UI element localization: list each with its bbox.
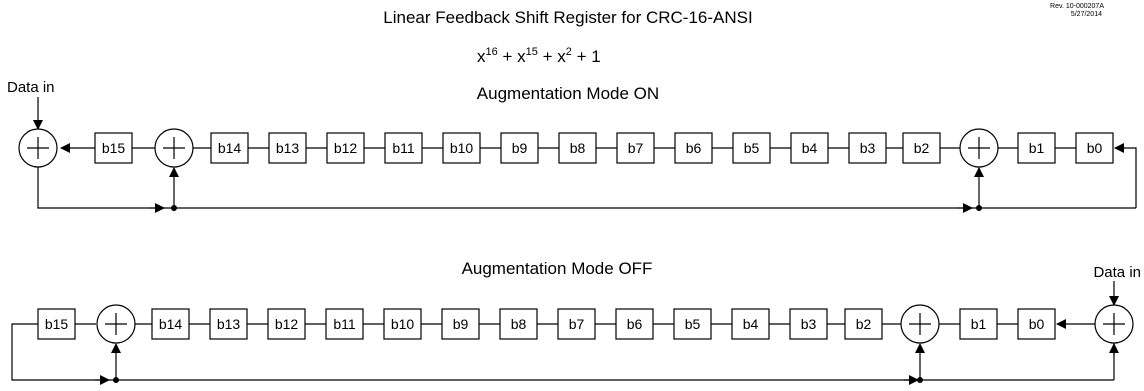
register-label: b9: [512, 140, 528, 156]
revision-date: 5/27/2014: [1071, 11, 1102, 18]
register-b12: b12: [267, 308, 306, 340]
data-in-label-off: Data in: [1093, 264, 1141, 281]
register-b6: b6: [674, 132, 713, 164]
register-label: b5: [744, 140, 760, 156]
register-label: b12: [334, 140, 358, 156]
register-b10: b10: [442, 132, 481, 164]
register-b10: b10: [383, 308, 422, 340]
register-label: b11: [392, 140, 415, 156]
register-label: b0: [1087, 140, 1103, 156]
register-b0: b0: [1075, 132, 1114, 164]
register-b5: b5: [732, 132, 771, 164]
augmentation-on-diagram: Augmentation Mode ON Data in: [7, 79, 1137, 213]
register-b2: b2: [902, 132, 941, 164]
register-b3: b3: [789, 308, 828, 340]
register-b3: b3: [848, 132, 887, 164]
xor-gate: [1094, 304, 1134, 344]
diagram-title: Linear Feedback Shift Register for CRC-1…: [383, 8, 752, 27]
register-label: b1: [1029, 140, 1045, 156]
register-b7: b7: [557, 308, 596, 340]
xor-gate: [18, 128, 58, 168]
register-label: b6: [627, 316, 643, 332]
register-b11: b11: [384, 132, 423, 164]
register-b4: b4: [790, 132, 829, 164]
register-label: b7: [569, 316, 585, 332]
register-b6: b6: [615, 308, 654, 340]
register-label: b2: [914, 140, 930, 156]
register-label: b13: [276, 140, 300, 156]
xor-gate: [959, 128, 999, 168]
register-label: b15: [45, 316, 69, 332]
register-label: b15: [102, 140, 126, 156]
register-b14: b14: [151, 308, 190, 340]
register-b15: b15: [94, 132, 133, 164]
register-label: b4: [802, 140, 818, 156]
register-b13: b13: [268, 132, 307, 164]
register-label: b14: [159, 316, 183, 332]
register-b11: b11: [325, 308, 364, 340]
register-b1: b1: [959, 308, 998, 340]
register-label: b8: [511, 316, 527, 332]
register-b9: b9: [500, 132, 539, 164]
register-label: b4: [743, 316, 759, 332]
register-label: b1: [971, 316, 987, 332]
register-label: b5: [685, 316, 701, 332]
register-b14: b14: [210, 132, 249, 164]
register-label: b2: [856, 316, 872, 332]
register-b1: b1: [1017, 132, 1056, 164]
register-label: b7: [628, 140, 644, 156]
register-label: b12: [275, 316, 299, 332]
augmentation-on-label: Augmentation Mode ON: [477, 84, 659, 103]
register-label: b3: [801, 316, 817, 332]
register-b15: b15: [37, 308, 76, 340]
augmentation-off-diagram: Augmentation Mode OFF Data in: [11, 259, 1141, 385]
register-b5: b5: [673, 308, 712, 340]
xor-gate: [96, 304, 136, 344]
register-b9: b9: [441, 308, 480, 340]
augmentation-off-label: Augmentation Mode OFF: [462, 259, 653, 278]
register-b4: b4: [731, 308, 770, 340]
register-label: b13: [217, 316, 241, 332]
register-label: b10: [450, 140, 474, 156]
register-b8: b8: [499, 308, 538, 340]
register-label: b6: [686, 140, 702, 156]
register-b0: b0: [1017, 308, 1056, 340]
register-label: b14: [218, 140, 242, 156]
register-label: b8: [570, 140, 586, 156]
register-label: b10: [391, 316, 415, 332]
xor-gate: [900, 304, 940, 344]
register-b8: b8: [558, 132, 597, 164]
register-b7: b7: [616, 132, 655, 164]
polynomial-formula: x16 + x15 + x2 + 1: [477, 46, 601, 66]
register-label: b3: [860, 140, 876, 156]
register-b2: b2: [844, 308, 883, 340]
revision-label: Rev. 10-000207A: [1050, 3, 1104, 10]
register-label: b9: [453, 316, 469, 332]
register-label: b0: [1029, 316, 1045, 332]
register-b12: b12: [326, 132, 365, 164]
data-in-label-on: Data in: [7, 79, 55, 96]
xor-gate: [154, 128, 194, 168]
register-label: b11: [333, 316, 356, 332]
register-b13: b13: [209, 308, 248, 340]
